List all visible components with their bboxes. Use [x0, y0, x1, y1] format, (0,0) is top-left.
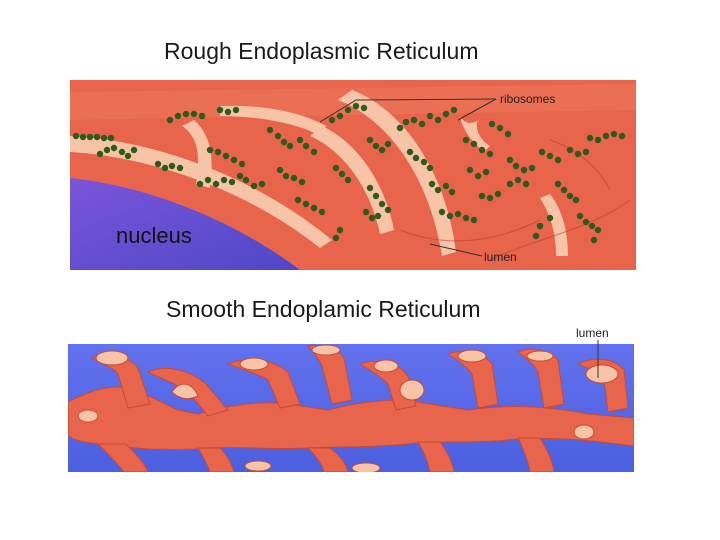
smooth-lumen-label: lumen	[576, 326, 609, 340]
rough-er-lumen-channels	[182, 90, 568, 256]
smooth-er-lumen-openings	[77, 344, 619, 472]
smooth-er-illustration	[68, 344, 634, 472]
rough-er-fold-lines	[399, 139, 631, 261]
rough-lumen-label: lumen	[484, 250, 517, 264]
ribosomes-label: ribosomes	[500, 92, 556, 106]
ribosome-strings	[72, 102, 626, 244]
nucleus-label: nucleus	[116, 223, 192, 248]
nuclear-envelope-lumen	[70, 136, 332, 248]
rough-er-title: Rough Endoplasmic Reticulum	[164, 38, 479, 64]
nucleus-shape	[70, 178, 300, 270]
smooth-er-title: Smooth Endoplamic Reticulum	[166, 296, 481, 322]
